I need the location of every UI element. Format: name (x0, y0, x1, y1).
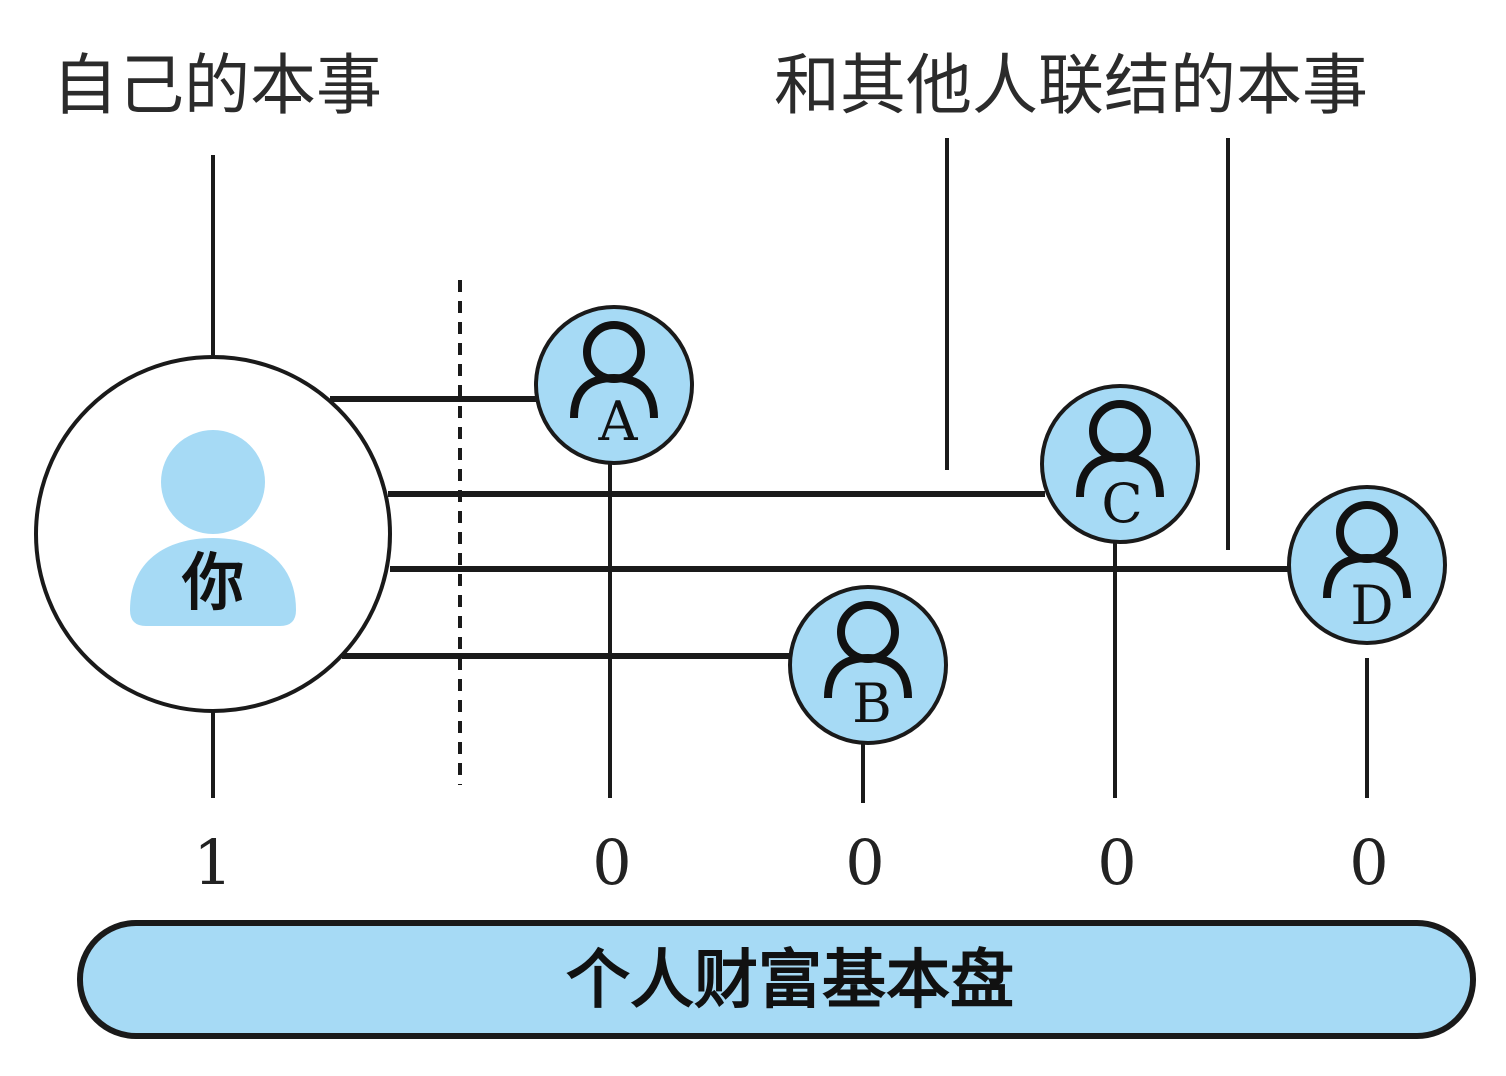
node-c-letter: C (1101, 472, 1142, 535)
node-b-letter: B (852, 672, 892, 735)
value-you: 1 (193, 826, 232, 899)
node-b: B (788, 585, 948, 745)
value-c: 0 (1097, 826, 1136, 899)
label-connect-skill: 和其他人联结的本事 (774, 47, 1368, 124)
person-outline-icon (824, 601, 912, 699)
value-a: 0 (592, 826, 631, 899)
person-icon (130, 430, 296, 626)
node-a-letter: A (598, 390, 639, 453)
you-label: 你 (181, 546, 244, 619)
node-c: C (1040, 384, 1200, 544)
wealth-base-bar: 个人财富基本盘 (77, 920, 1476, 1039)
you-node: 你 (34, 355, 392, 713)
person-outline-icon (570, 321, 658, 419)
label-own-skill: 自己的本事 (52, 47, 382, 124)
node-d: D (1287, 485, 1447, 645)
value-d: 0 (1349, 826, 1388, 899)
value-b: 0 (845, 826, 884, 899)
node-d-letter: D (1350, 574, 1393, 637)
person-outline-icon (1323, 501, 1411, 599)
node-a: A (534, 305, 694, 465)
person-outline-icon (1076, 400, 1164, 498)
wealth-base-label: 个人财富基本盘 (566, 943, 1014, 1018)
